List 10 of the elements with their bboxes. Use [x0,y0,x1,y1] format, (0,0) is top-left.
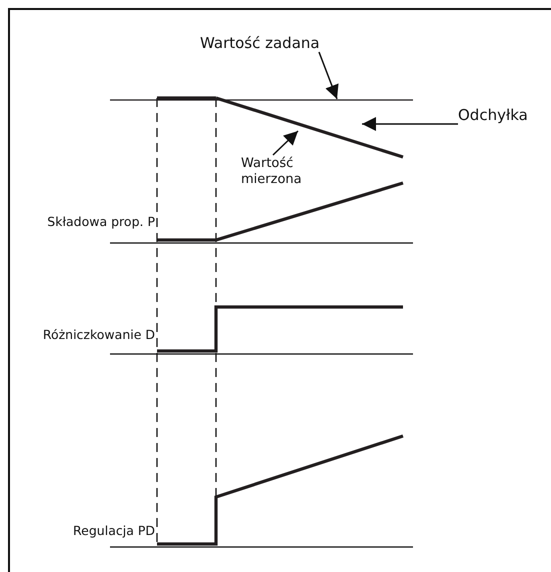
signal-label: Różniczkowanie D [42,327,155,342]
leader-arrow [318,52,339,100]
signal-label: Składowa prop. P [47,214,155,229]
leader-arrow [362,117,458,131]
leader-arrow [272,130,299,156]
annotation-text: Wartość zadana [200,34,320,52]
setpoint-line [110,99,413,101]
annotation-text: Odchyłka [458,106,528,124]
annotation-text: Wartość mierzona [241,156,331,188]
signal-label: Regulacja PD [73,523,155,538]
